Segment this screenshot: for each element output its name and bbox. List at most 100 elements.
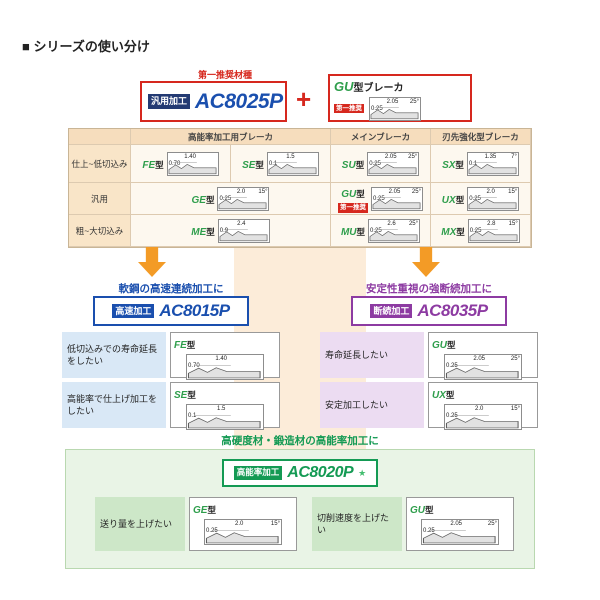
right-panel-row: 寿命延長したい GU型 2.05 0.25 25°: [320, 332, 538, 380]
left-panel-title: 軟鋼の高速連続加工に: [118, 283, 224, 295]
page-title: ■ シリーズの使い分け: [22, 39, 150, 54]
dim-top: 2.05: [388, 188, 401, 195]
dim-left: 0.25: [373, 195, 385, 202]
dim-top: 2.0: [236, 188, 246, 195]
breaker-ux: UX型 2.0 0.25 15°: [431, 183, 530, 214]
machining-type-badge: 高速加工: [112, 303, 155, 319]
breaker-name: GU: [410, 505, 425, 516]
dim-angle: 15°: [510, 406, 520, 412]
breaker-diagram: 2.0 0.25 15°: [204, 519, 282, 545]
table-cell: FE型 1.40 0.70: [131, 145, 231, 183]
table-cell: SU型 2.05 0.25 25°: [331, 145, 431, 183]
breaker-cell-ge: GE型 2.0 0.25 15°: [189, 497, 297, 551]
breaker-diagram: 2.05 0.25 25°: [421, 519, 499, 545]
dim-left: 0.70: [188, 363, 200, 369]
row-label-roughing: 粗~大切込み: [69, 215, 131, 247]
breaker-name: SX: [442, 159, 456, 171]
right-panel-grade-box: 断続加工 AC8035P: [351, 296, 507, 326]
down-arrow-right: [412, 247, 440, 277]
table-cell: MU型 2.6 0.25 25°: [331, 215, 431, 247]
breaker-name: SE: [174, 390, 188, 401]
grade-name-ac8020p: AC8020P: [287, 464, 354, 481]
breaker-se: SE型 1.5 0.1: [231, 145, 330, 182]
breaker-diagram: 1.5 0.1: [266, 151, 319, 176]
breaker-fe: FE型 1.40 0.70: [131, 145, 230, 182]
breaker-cell-fe: FE型 1.40 0.70: [170, 332, 280, 380]
dim-left: 0.25: [469, 195, 481, 202]
need-text: 送り量を上げたい: [95, 497, 185, 551]
breaker-name: GU: [341, 189, 357, 201]
dim-top: 2.05: [386, 98, 399, 105]
dim-top: 1.5: [217, 406, 226, 412]
breaker-diagram: 2.4 0.9: [217, 218, 270, 243]
breaker-name: FE: [142, 159, 156, 171]
dim-angle: 25°: [408, 220, 419, 227]
breaker-suffix: 型: [356, 189, 365, 200]
dim-top: 1.40: [184, 153, 196, 160]
bottom-panel-item: 切削速度を上げたい GU型 2.05 0.25 25°: [312, 497, 514, 551]
dim-angle: 25°: [408, 153, 418, 160]
dim-left: 0.25: [371, 105, 383, 112]
breaker-suffix: 型: [455, 159, 464, 170]
grade-name-ac8025p: AC8025P: [195, 89, 283, 113]
dim-left: 0.1: [468, 160, 478, 167]
plus-sign: +: [296, 84, 312, 114]
need-text: 高能率で仕上げ加工をしたい: [62, 382, 166, 428]
breaker-name: GE: [191, 194, 206, 206]
left-panel-row: 高能率で仕上げ加工をしたい SE型 1.5 0.1: [62, 382, 280, 430]
dim-left: 0.9: [219, 227, 229, 234]
breaker-suffix: 型: [255, 159, 264, 170]
col-header-high-efficiency: 高能率加工用ブレーカ: [131, 129, 331, 145]
dim-top: 2.4: [237, 220, 246, 227]
table-cell: GE型 2.0 0.25 15°: [131, 183, 331, 215]
breaker-diagram: 2.6 0.25 25°: [368, 218, 421, 243]
first-recommend-label: 第一推奨材種: [198, 70, 253, 80]
dim-left: 0.25: [206, 528, 218, 534]
breaker-name: UX: [441, 194, 456, 206]
dim-angle: 15°: [508, 188, 518, 195]
dim-top: 2.05: [450, 521, 463, 527]
breaker-su: SU型 2.05 0.25 25°: [331, 145, 430, 182]
dim-left: 0.25: [423, 528, 435, 534]
gu-breaker-body: 第一推奨 2.05 0.25 25°: [334, 96, 466, 121]
dim-top: 2.6: [387, 220, 396, 227]
breaker-suffix: 型: [187, 390, 196, 400]
first-recommend-badge: 第一推奨: [338, 203, 368, 213]
gu-breaker-title: GU型ブレーカ: [334, 78, 466, 96]
grade-name-ac8035p: AC8035P: [417, 301, 488, 320]
breaker-diagram: 1.5 0.1: [186, 404, 264, 430]
breaker-diagram: 2.0 0.25 15°: [444, 404, 522, 430]
sparkle-icon: ★: [358, 467, 367, 478]
dim-angle: 15°: [270, 521, 280, 527]
dim-left: 0.25: [219, 195, 232, 202]
breaker-diagram: 2.05 0.25 25°: [371, 186, 423, 211]
grade-name-ac8015p: AC8015P: [159, 301, 230, 320]
breaker-diagram: 2.05 0.25 25°: [369, 96, 421, 121]
breaker-table: 高能率加工用ブレーカ メインブレーカ 刃先強化型ブレーカ 仕上~低切込み FE型…: [68, 128, 532, 248]
breaker-gu: GU型 第一推奨 2.05 0.25 25°: [331, 183, 430, 214]
table-cell: ME型 2.4 0.9: [131, 215, 331, 247]
dim-angle: 25°: [409, 98, 419, 105]
breaker-name: FE: [174, 340, 187, 351]
dim-left: 0.25: [369, 160, 381, 167]
breaker-suffix: 型: [447, 340, 456, 350]
table-corner-cell: [69, 129, 131, 145]
bottom-panel-title: 高硬度材・鍛造材の高能率加工に: [221, 435, 379, 447]
breaker-suffix: 型: [356, 226, 366, 237]
dim-angle: 7°: [511, 153, 517, 160]
left-panel-grade-box: 高速加工 AC8015P: [93, 296, 249, 326]
breaker-mx: MX型 2.8 0.25 15°: [431, 215, 530, 246]
breaker-name: UX: [432, 390, 446, 401]
breaker-name: ME: [191, 226, 207, 238]
breaker-name: SE: [242, 159, 256, 171]
right-panel-title: 安定性重視の強断続加工に: [366, 283, 492, 295]
table-cell: MX型 2.8 0.25 15°: [431, 215, 531, 247]
breaker-name: GU: [432, 340, 447, 351]
breaker-diagram: 2.8 0.25 15°: [467, 218, 520, 243]
dim-top: 1.40: [215, 356, 228, 362]
row-label-finishing: 仕上~低切込み: [69, 145, 131, 183]
bottom-panel-item: 送り量を上げたい GE型 2.0 0.25 15°: [95, 497, 297, 551]
machining-type-badge: 汎用加工: [148, 94, 191, 109]
right-panel-row: 安定加工したい UX型 2.0 0.25 15°: [320, 382, 538, 430]
